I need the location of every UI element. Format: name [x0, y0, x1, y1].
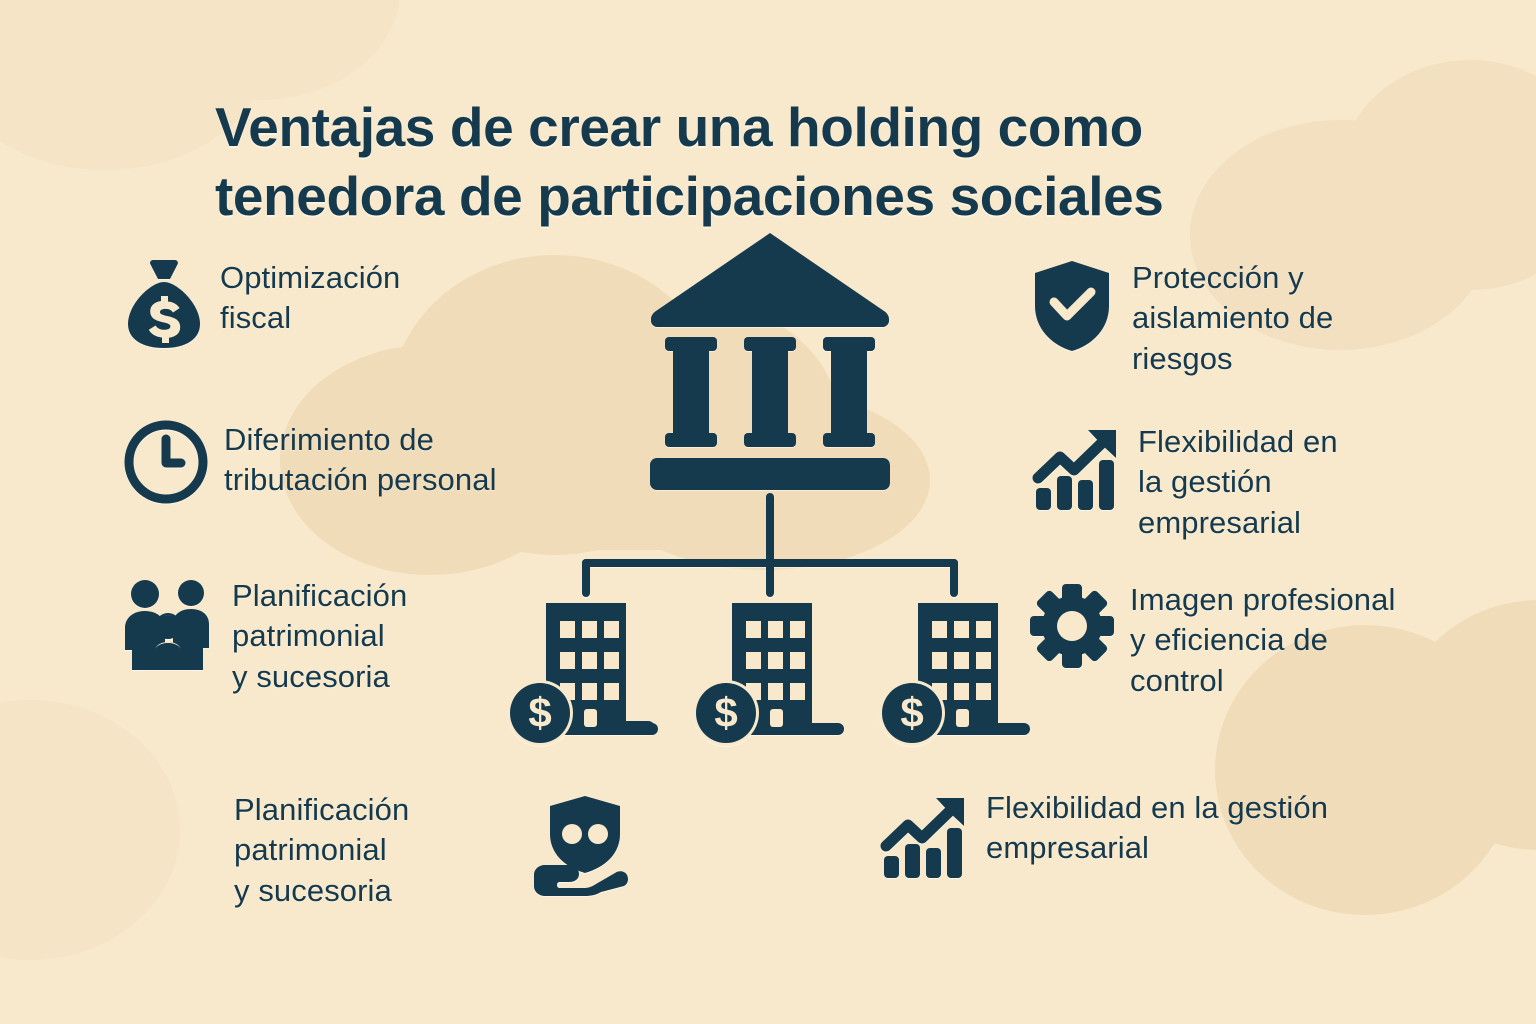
page-title-line-1: Ventajas de crear una holding como — [215, 95, 1143, 158]
feature-optimizacion-fiscal: Optimización fiscal — [124, 258, 400, 350]
feature-label: Flexibilidad en la gestión empresarial — [1138, 424, 1338, 540]
feature-planificacion-patrimonial: Planificación patrimonial y sucesoria — [118, 576, 407, 697]
org-connector-lines — [582, 493, 958, 597]
bank-building-icon — [650, 233, 890, 490]
cloud-shape — [1400, 600, 1536, 850]
page-title: Ventajas de crear una holding como tened… — [215, 93, 1395, 232]
office-building-with-coin-icon: $ — [879, 603, 1030, 746]
cloud-shape — [120, 0, 400, 100]
feature-diferimiento-tributacion: Diferimiento de tributación personal — [124, 420, 497, 504]
growth-chart-icon — [878, 794, 970, 882]
family-icon — [118, 578, 216, 670]
feature-label: Flexibilidad en la gestión empresarial — [986, 790, 1329, 866]
office-building-with-coin-icon: $ — [507, 603, 658, 746]
clock-icon — [124, 420, 208, 504]
gear-icon — [1030, 584, 1114, 668]
hand-shield-icon — [530, 792, 640, 900]
svg-text:$: $ — [714, 689, 737, 736]
page-title-line-2: tenedora de participaciones sociales — [215, 165, 1164, 228]
holding-structure-diagram: $ $ — [490, 225, 1050, 770]
feature-label: Imagen profesional y eficiencia de contr… — [1130, 582, 1396, 698]
feature-planificacion-patrimonial-bottom: Planificación patrimonial y sucesoria — [234, 790, 640, 911]
feature-label: Diferimiento de tributación personal — [224, 422, 497, 498]
growth-chart-icon — [1030, 426, 1122, 514]
svg-text:$: $ — [528, 689, 551, 736]
svg-text:$: $ — [900, 689, 923, 736]
money-bag-icon — [124, 258, 204, 350]
feature-label: Planificación patrimonial y sucesoria — [232, 578, 408, 694]
feature-imagen-profesional: Imagen profesional y eficiencia de contr… — [1030, 580, 1395, 701]
feature-label: Planificación patrimonial y sucesoria — [234, 792, 410, 908]
feature-flexibilidad-gestion: Flexibilidad en la gestión empresarial — [1030, 422, 1338, 543]
shield-check-icon — [1028, 258, 1116, 354]
feature-label: Optimización fiscal — [220, 260, 401, 336]
office-building-with-coin-icon: $ — [693, 603, 844, 746]
feature-flexibilidad-gestion-bottom: Flexibilidad en la gestión empresarial — [878, 788, 1328, 882]
feature-proteccion-riesgos: Protección y aislamiento de riesgos — [1028, 258, 1333, 379]
feature-label: Protección y aislamiento de riesgos — [1132, 260, 1334, 376]
cloud-shape — [0, 700, 180, 960]
